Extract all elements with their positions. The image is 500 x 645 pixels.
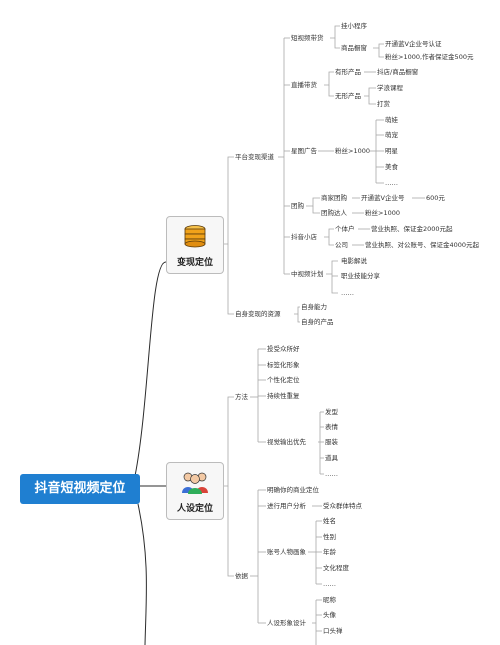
node-showcase-req1[interactable]: 开通蓝V企业号认证 (385, 40, 442, 48)
node-mid-video-item[interactable]: 职业技能分享 (341, 272, 380, 280)
persona-hub[interactable]: 人设定位 (166, 462, 224, 520)
node-expert-req[interactable]: 粉丝>1000 (365, 209, 400, 217)
node-visual-item[interactable]: …… (325, 470, 338, 478)
node-live[interactable]: 直播带货 (291, 81, 317, 89)
link-root-monetization (134, 261, 167, 477)
node-profile-item[interactable]: 性别 (323, 533, 336, 541)
node-xingtu-type[interactable]: 萌娃 (385, 116, 398, 124)
node-visual-item[interactable]: 道具 (325, 454, 338, 462)
monetization-hub[interactable]: 变现定位 (166, 216, 224, 274)
node-xingtu-type[interactable]: …… (385, 179, 398, 187)
node-merchant[interactable]: 商家团购 (321, 194, 347, 202)
persona-label: 人设定位 (176, 504, 213, 514)
node-image-item[interactable]: 口头禅 (323, 627, 343, 635)
node-own-product[interactable]: 自身的产品 (301, 318, 334, 326)
node-mid-video-item[interactable]: …… (341, 289, 354, 297)
node-method-item[interactable]: 标签化形象 (267, 361, 300, 369)
node-user-traits[interactable]: 受众群体特点 (323, 502, 362, 510)
root-node[interactable]: 抖音短视频定位 (20, 474, 140, 504)
node-visual-first[interactable]: 视觉输出优先 (267, 438, 306, 446)
node-xingtu-fans[interactable]: 粉丝>1000 (335, 147, 370, 155)
node-individual-req[interactable]: 营业执照、保证金2000元起 (371, 225, 453, 233)
node-merchant-req[interactable]: 开通蓝V企业号 (361, 194, 405, 202)
node-visual-item[interactable]: 发型 (325, 408, 338, 416)
node-profile-item[interactable]: 年龄 (323, 548, 336, 556)
node-method-item[interactable]: 持续性重复 (267, 392, 300, 400)
node-visual-item[interactable]: 服装 (325, 438, 338, 446)
node-expert[interactable]: 团购达人 (321, 209, 347, 217)
node-image-design[interactable]: 人设形象设计 (267, 619, 306, 627)
people-group-icon (182, 472, 208, 494)
link-root-down (137, 503, 147, 645)
node-own-resources[interactable]: 自身变现的资源 (235, 310, 281, 318)
coin-stack-icon (184, 225, 206, 248)
node-channels[interactable]: 平台变现渠道 (235, 153, 274, 161)
node-image-item[interactable]: 昵称 (323, 596, 336, 604)
node-mid-video-item[interactable]: 电影解说 (341, 257, 367, 265)
node-basis[interactable]: 依据 (235, 572, 248, 580)
node-method-item[interactable]: 个性化定位 (267, 376, 300, 384)
node-showcase-req2[interactable]: 粉丝>1000,作者保证金500元 (385, 53, 474, 61)
node-image-item[interactable]: 头像 (323, 611, 336, 619)
node-xingtu-type[interactable]: 萌宠 (385, 131, 398, 139)
node-tips[interactable]: 打赏 (377, 100, 390, 108)
node-mid-video[interactable]: 中视频计划 (291, 270, 324, 278)
node-company[interactable]: 公司 (335, 241, 348, 249)
node-xingtu[interactable]: 星图广告 (291, 147, 317, 155)
node-short-video[interactable]: 短视频带货 (291, 34, 324, 42)
node-user-analysis[interactable]: 进行用户分析 (267, 502, 306, 510)
node-profile-item[interactable]: 文化程度 (323, 564, 349, 572)
node-shop[interactable]: 抖音小店 (291, 233, 317, 241)
node-physical-src[interactable]: 抖店/商品橱窗 (377, 68, 419, 76)
node-visual-item[interactable]: 表情 (325, 423, 338, 431)
node-company-req[interactable]: 营业执照、对公账号、保证金4000元起 (365, 241, 480, 249)
node-profile-item[interactable]: 姓名 (323, 517, 336, 525)
node-courses[interactable]: 学浪课程 (377, 84, 403, 92)
node-group-buy[interactable]: 团购 (291, 202, 304, 210)
node-xingtu-type[interactable]: 美食 (385, 163, 398, 171)
node-individual[interactable]: 个体户 (335, 225, 355, 233)
node-intangible[interactable]: 无形产品 (335, 92, 361, 100)
node-mini-program[interactable]: 挂小程序 (341, 22, 367, 30)
node-method-item[interactable]: 投受众所好 (267, 345, 300, 353)
node-profile-item[interactable]: …… (323, 580, 336, 588)
node-xingtu-type[interactable]: 明星 (385, 147, 398, 155)
node-own-ability[interactable]: 自身能力 (301, 303, 327, 311)
node-showcase[interactable]: 商品橱窗 (341, 44, 367, 52)
monetization-label: 变现定位 (176, 258, 213, 268)
node-merchant-fee[interactable]: 600元 (426, 194, 445, 202)
node-commercial[interactable]: 明确你的商业定位 (267, 486, 319, 494)
node-profile[interactable]: 账号人物画象 (267, 548, 306, 556)
node-physical[interactable]: 有形产品 (335, 68, 361, 76)
node-method[interactable]: 方法 (235, 393, 248, 401)
